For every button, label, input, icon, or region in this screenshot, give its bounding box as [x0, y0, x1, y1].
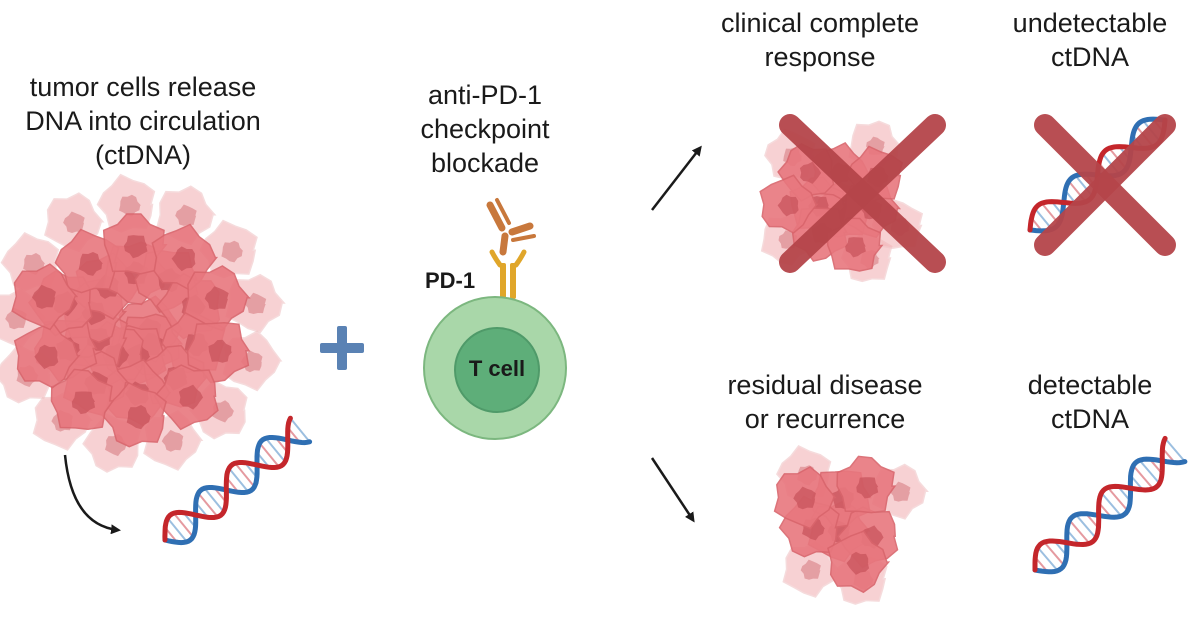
release-arrow [63, 454, 121, 535]
detectable-ctdna-label: detectable ctDNA [1005, 368, 1175, 436]
label-line: DNA into circulation [25, 106, 261, 136]
t-cell-label: T cell [468, 356, 526, 381]
t-cell-icon [423, 296, 567, 440]
cell-nucleus [799, 161, 822, 184]
base-pair [1043, 541, 1065, 566]
cell-nucleus [856, 477, 879, 499]
base-pair [1132, 465, 1154, 490]
cell-nucleus [78, 252, 103, 276]
dna-strand [162, 415, 293, 543]
cell-nucleus [63, 211, 85, 233]
pd1-label: PD-1 [425, 268, 476, 293]
label-line: ctDNA [1050, 404, 1129, 434]
cell-nucleus [777, 194, 799, 217]
base-pair [197, 492, 219, 518]
cell-nucleus [31, 284, 56, 309]
label-line: residual disease [727, 370, 923, 400]
base-pair [258, 442, 280, 468]
cell-nucleus [221, 240, 244, 263]
label-line: tumor cells release [29, 72, 257, 102]
base-pair [265, 437, 286, 463]
label-line: blockade [430, 148, 540, 178]
cell-nucleus [846, 551, 870, 575]
cell-nucleus [71, 391, 96, 415]
dna-strand [162, 435, 313, 546]
label-line: ctDNA [1050, 42, 1129, 72]
cell-nucleus [204, 286, 229, 310]
base-pair [173, 512, 194, 538]
label-line: anti-PD-1 [427, 80, 543, 110]
tumor-release-label: tumor cells release DNA into circulation… [8, 70, 278, 172]
arrow-to-response [651, 145, 702, 211]
base-pair [1138, 459, 1161, 485]
pd1-receptor-icon [489, 249, 527, 299]
cell-nucleus [34, 344, 59, 370]
antibody-icon [486, 198, 536, 256]
cell-nucleus [161, 429, 184, 452]
complete-response-label: clinical complete response [715, 6, 925, 74]
label-line: or recurrence [744, 404, 906, 434]
dna-strand [1032, 456, 1188, 575]
cell-nucleus [171, 246, 196, 272]
base-pair [289, 417, 311, 443]
plus-icon [320, 326, 364, 370]
cell-nucleus [793, 486, 816, 510]
cell-nucleus [845, 237, 866, 258]
base-pair [1107, 486, 1129, 512]
tumor-cluster-icon [0, 173, 286, 473]
label-line: clinical complete [720, 8, 920, 38]
label-line: undetectable [1012, 8, 1168, 38]
base-pair [166, 517, 188, 543]
cell-nucleus [119, 194, 141, 217]
cell-nucleus [800, 559, 821, 580]
cell-nucleus [212, 400, 235, 423]
cell-nucleus [123, 235, 148, 259]
base-pair [1068, 519, 1091, 545]
base-pair [234, 462, 256, 488]
label-line: detectable [1027, 370, 1153, 400]
dna-strand [1032, 435, 1168, 573]
base-pair [1037, 546, 1059, 572]
ctdna-helix-icon [162, 415, 313, 546]
tumor-small-icon [773, 445, 929, 605]
cell-nucleus [175, 204, 197, 226]
base-pair [203, 487, 225, 513]
ctdna-helix-icon [1032, 435, 1188, 575]
cross-icon [779, 114, 946, 273]
residual-disease-label: residual disease or recurrence [720, 368, 930, 436]
base-pair [1075, 514, 1097, 539]
cell-nucleus [178, 384, 204, 410]
cross-icon [1034, 114, 1176, 256]
base-pair [1164, 437, 1186, 463]
cell-nucleus [126, 405, 152, 430]
label-line: (ctDNA) [95, 140, 191, 170]
undetectable-ctdna-label: undetectable ctDNA [995, 6, 1185, 74]
label-line: checkpoint [420, 114, 550, 144]
therapy-label: anti-PD-1 checkpoint blockade [395, 78, 575, 180]
base-pair [228, 467, 249, 493]
base-pair [1100, 492, 1123, 517]
cell-nucleus [208, 339, 233, 363]
arrow-to-residual [650, 457, 695, 523]
label-line: response [764, 42, 876, 72]
